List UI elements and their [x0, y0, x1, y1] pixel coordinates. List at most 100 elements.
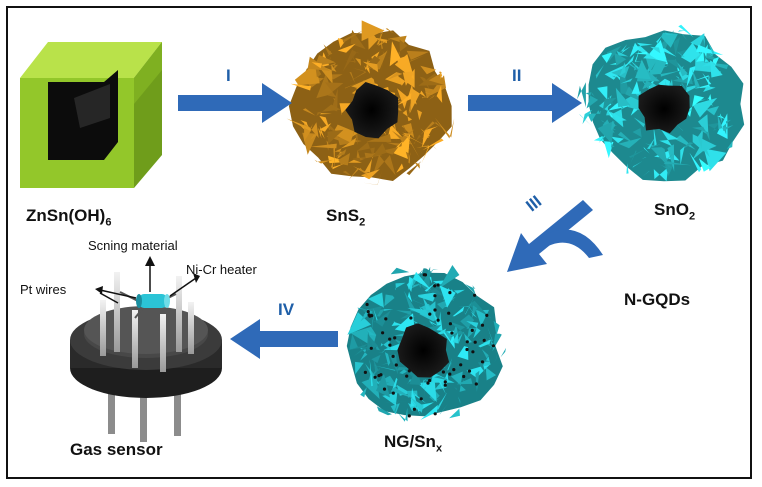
cube-flake: [439, 404, 448, 415]
cube-flake: [695, 99, 707, 103]
cube-flake: [605, 106, 613, 118]
cube-flake: [675, 135, 696, 150]
quantum-dot: [407, 414, 411, 418]
cube-flake: [419, 76, 430, 89]
quantum-dot: [422, 273, 426, 277]
quantum-dot: [473, 293, 477, 297]
cube-flake: [615, 87, 631, 108]
cube-flake: [680, 146, 685, 166]
quantum-dot: [391, 354, 395, 358]
cube-flake: [438, 265, 460, 289]
cube-flake: [431, 145, 438, 150]
cube-flake: [665, 59, 681, 70]
cube-flake: [385, 72, 403, 86]
cube-flake: [386, 401, 412, 403]
cube-flake: [463, 332, 472, 344]
step-4-label: IV: [278, 300, 295, 319]
cube-flake: [631, 81, 640, 94]
sensing-material-label: Scning material: [88, 238, 178, 253]
cube-flake: [422, 129, 432, 148]
cube-flake: [675, 75, 680, 80]
cube-flake: [375, 375, 398, 388]
cube-flake: [410, 387, 434, 412]
cube-flake: [703, 148, 727, 172]
quantum-dot: [450, 331, 454, 335]
cube-flake: [348, 159, 362, 163]
cube-flake: [632, 128, 643, 138]
step-1-label: I: [226, 66, 231, 85]
cube-flake: [391, 377, 398, 393]
cube-flake: [706, 106, 719, 116]
cube-flake: [409, 88, 427, 114]
cube-flake: [485, 367, 497, 381]
sensor-label: Gas sensor: [70, 440, 163, 459]
cube-flake: [641, 157, 647, 159]
cube-flake: [317, 125, 325, 139]
cube-flake: [689, 152, 702, 173]
callout-arrows: [95, 256, 200, 304]
cube-flake: [369, 359, 373, 387]
quantum-dot: [441, 370, 445, 374]
ngsn-cube-icon: [346, 265, 506, 422]
cube-flake: [650, 46, 661, 54]
cube-flake: [376, 374, 390, 398]
quantum-dot: [465, 340, 469, 344]
cube-flake: [316, 104, 341, 117]
cube-flake: [417, 109, 422, 121]
cube-flake: [453, 289, 465, 294]
cube-flake: [422, 138, 444, 151]
cube-flake: [664, 32, 674, 35]
cube-flake: [420, 121, 443, 135]
quantum-dot: [491, 344, 495, 348]
cube-flake: [620, 78, 633, 84]
cube-cavity: [397, 323, 450, 378]
step-2-label: II: [512, 66, 522, 85]
cube-flake: [698, 114, 709, 136]
cube-flake: [325, 82, 344, 98]
cube-flake: [717, 113, 728, 139]
quantum-dot: [409, 316, 413, 320]
cube-flake: [347, 312, 372, 335]
cube-flake: [410, 397, 424, 413]
quantum-dot: [367, 313, 371, 317]
quantum-dot: [465, 347, 469, 352]
quantum-dot: [470, 328, 474, 332]
cube-flake: [429, 269, 439, 276]
arrow-step-4: [230, 319, 338, 359]
quantum-dot: [365, 302, 369, 307]
cube-flake: [632, 161, 643, 168]
cube-flake: [300, 120, 309, 127]
quantum-dot: [448, 372, 452, 376]
cube-flake: [311, 62, 323, 69]
cube-flake: [338, 153, 350, 166]
cube-flake: [457, 396, 461, 404]
cube-flake: [402, 71, 414, 86]
cube-flake: [420, 400, 424, 404]
cube-flake: [657, 155, 675, 176]
cube-flake: [616, 50, 629, 57]
quantum-dot: [393, 336, 397, 340]
cube-flake: [650, 147, 668, 166]
cube-flake: [409, 55, 425, 62]
sns2-label: SnS2: [326, 206, 366, 229]
cube-flake: [386, 72, 403, 81]
cube-flake: [719, 113, 723, 123]
quantum-dot: [382, 387, 387, 391]
cube-flake: [362, 306, 383, 317]
quantum-dot: [381, 331, 385, 335]
cube-flake: [629, 59, 640, 70]
cube-flake: [606, 45, 622, 62]
cube-flake: [420, 404, 438, 420]
cube-flake: [342, 49, 360, 72]
cube-flake: [466, 363, 491, 378]
cube-flake: [376, 406, 392, 416]
cube-flake: [692, 97, 718, 118]
cube-flake: [620, 44, 631, 54]
arrow-step-3: [507, 200, 603, 272]
quantum-dot: [443, 383, 447, 387]
cube-flake: [366, 134, 392, 142]
sno2-cube-icon: [577, 24, 745, 182]
cube-flake: [642, 80, 654, 90]
cube-flake: [408, 99, 412, 112]
